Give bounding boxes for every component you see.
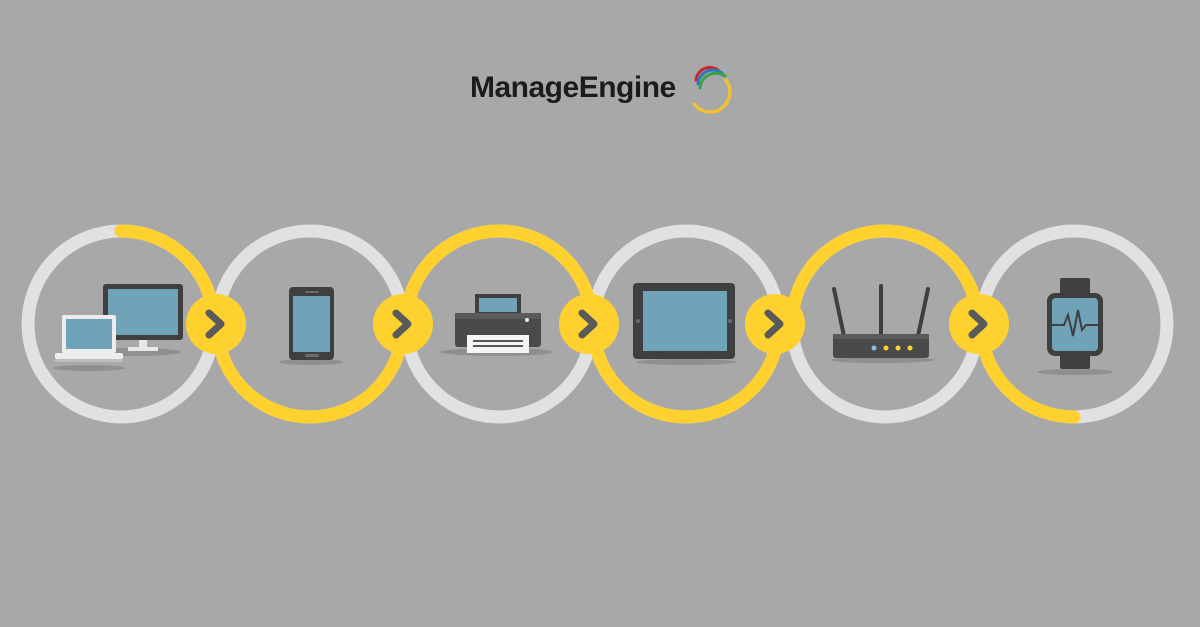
chevron-right-icon bbox=[764, 309, 784, 339]
connector-5 bbox=[949, 294, 1009, 354]
chevron-right-icon bbox=[392, 309, 412, 339]
connector-1 bbox=[186, 294, 246, 354]
connector-4 bbox=[745, 294, 805, 354]
manageengine-logo: ManageEngine bbox=[470, 62, 732, 114]
router-icon bbox=[830, 284, 934, 363]
ring-2-yellow-arc bbox=[210, 323, 410, 424]
chevron-right-icon bbox=[205, 309, 225, 339]
printer-icon bbox=[441, 294, 553, 356]
smartphone-icon bbox=[279, 287, 343, 365]
ring-4-yellow-arc bbox=[586, 323, 786, 424]
chevron-right-icon bbox=[578, 309, 598, 339]
ring-3-yellow-arc bbox=[399, 224, 599, 325]
desktop-laptop-icon bbox=[53, 284, 183, 371]
smartwatch-icon bbox=[1037, 278, 1113, 375]
logo-text: ManageEngine bbox=[470, 71, 676, 104]
tablet-icon bbox=[633, 283, 736, 365]
connector-3 bbox=[559, 294, 619, 354]
connector-2 bbox=[373, 294, 433, 354]
chevron-right-icon bbox=[968, 309, 988, 339]
ring-5-yellow-arc bbox=[785, 224, 985, 325]
logo-arcs-icon bbox=[692, 65, 732, 114]
